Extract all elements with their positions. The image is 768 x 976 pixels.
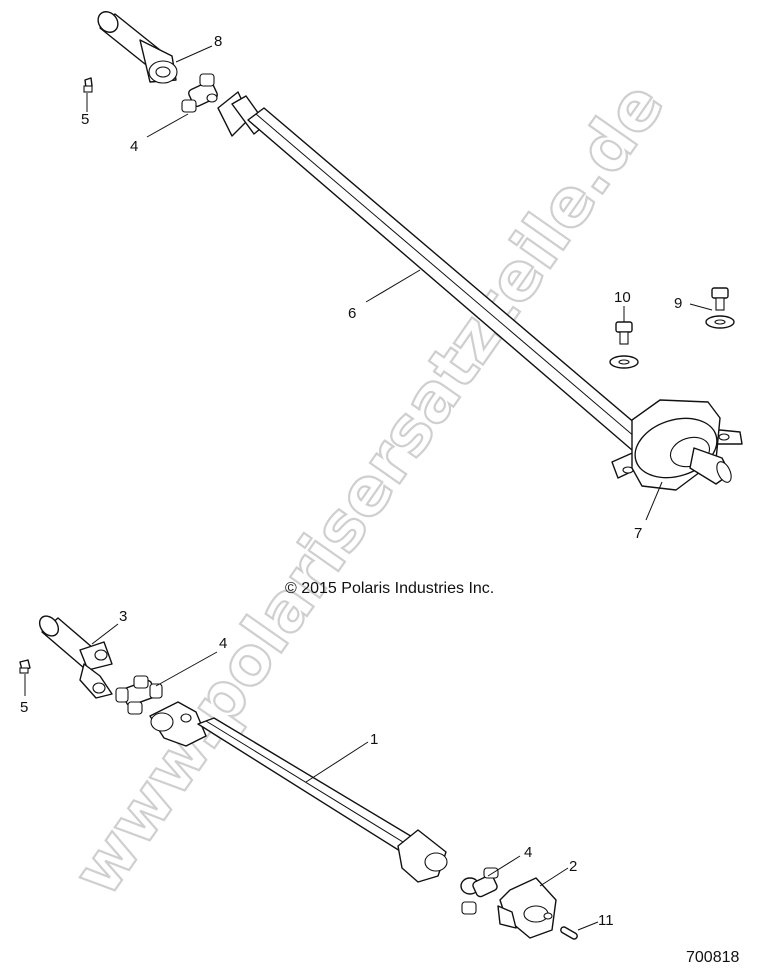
watermark-text: www.polarisersatzteile.de — [58, 68, 679, 909]
roll-pin-part-11 — [560, 926, 578, 940]
leader-line-4-bottom-left — [155, 651, 218, 687]
leader-line-4-bottom-right — [487, 855, 521, 877]
callout-7: 7 — [634, 525, 642, 542]
bolt-washer-part-9 — [705, 287, 735, 329]
callout-11: 11 — [598, 912, 614, 929]
top-drive-shaft-assembly: 8 5 4 6 10 9 7 — [81, 11, 743, 542]
callout-6: 6 — [348, 305, 356, 322]
callout-4-bottom-right: 4 — [524, 844, 532, 861]
copyright-text: © 2015 Polaris Industries Inc. — [285, 580, 494, 597]
callout-4-bottom-left: 4 — [219, 635, 227, 652]
leader-line-7 — [645, 481, 663, 521]
leader-line-9 — [689, 303, 713, 311]
propshaft-part-6 — [217, 91, 651, 451]
bottom-drive-shaft-assembly: 3 4 5 1 4 2 11 — [19, 608, 614, 940]
callout-2: 2 — [569, 858, 577, 875]
grease-fitting-part-5-bottom — [19, 659, 31, 674]
callout-1: 1 — [370, 731, 378, 748]
callout-8: 8 — [214, 33, 222, 50]
u-joint-part-4-top — [181, 73, 218, 113]
leader-line-4-top — [146, 113, 189, 138]
u-joint-part-4-bottom-left — [115, 675, 163, 715]
carrier-bearing-part-7 — [611, 399, 743, 491]
yoke-part-8 — [97, 11, 178, 84]
leader-line-8 — [175, 45, 213, 63]
callout-5-top: 5 — [81, 111, 89, 128]
callout-4-top: 4 — [130, 138, 138, 155]
leader-line-3 — [91, 623, 119, 645]
leader-line-11 — [577, 921, 599, 931]
callout-10: 10 — [614, 289, 631, 306]
bolt-washer-part-10 — [609, 321, 639, 369]
grease-fitting-part-5-top — [83, 77, 93, 93]
callout-5-bottom: 5 — [20, 699, 28, 716]
propshaft-part-1 — [149, 701, 448, 883]
callout-3: 3 — [119, 608, 127, 625]
leader-line-1 — [305, 741, 369, 783]
u-joint-part-4-bottom-right — [460, 867, 499, 915]
leader-line-6 — [365, 269, 421, 303]
slip-yoke-part-3 — [38, 615, 113, 699]
callout-9: 9 — [674, 295, 682, 312]
leader-line-2 — [539, 867, 569, 887]
figure-number: 700818 — [686, 949, 739, 966]
end-yoke-part-2 — [497, 877, 557, 939]
